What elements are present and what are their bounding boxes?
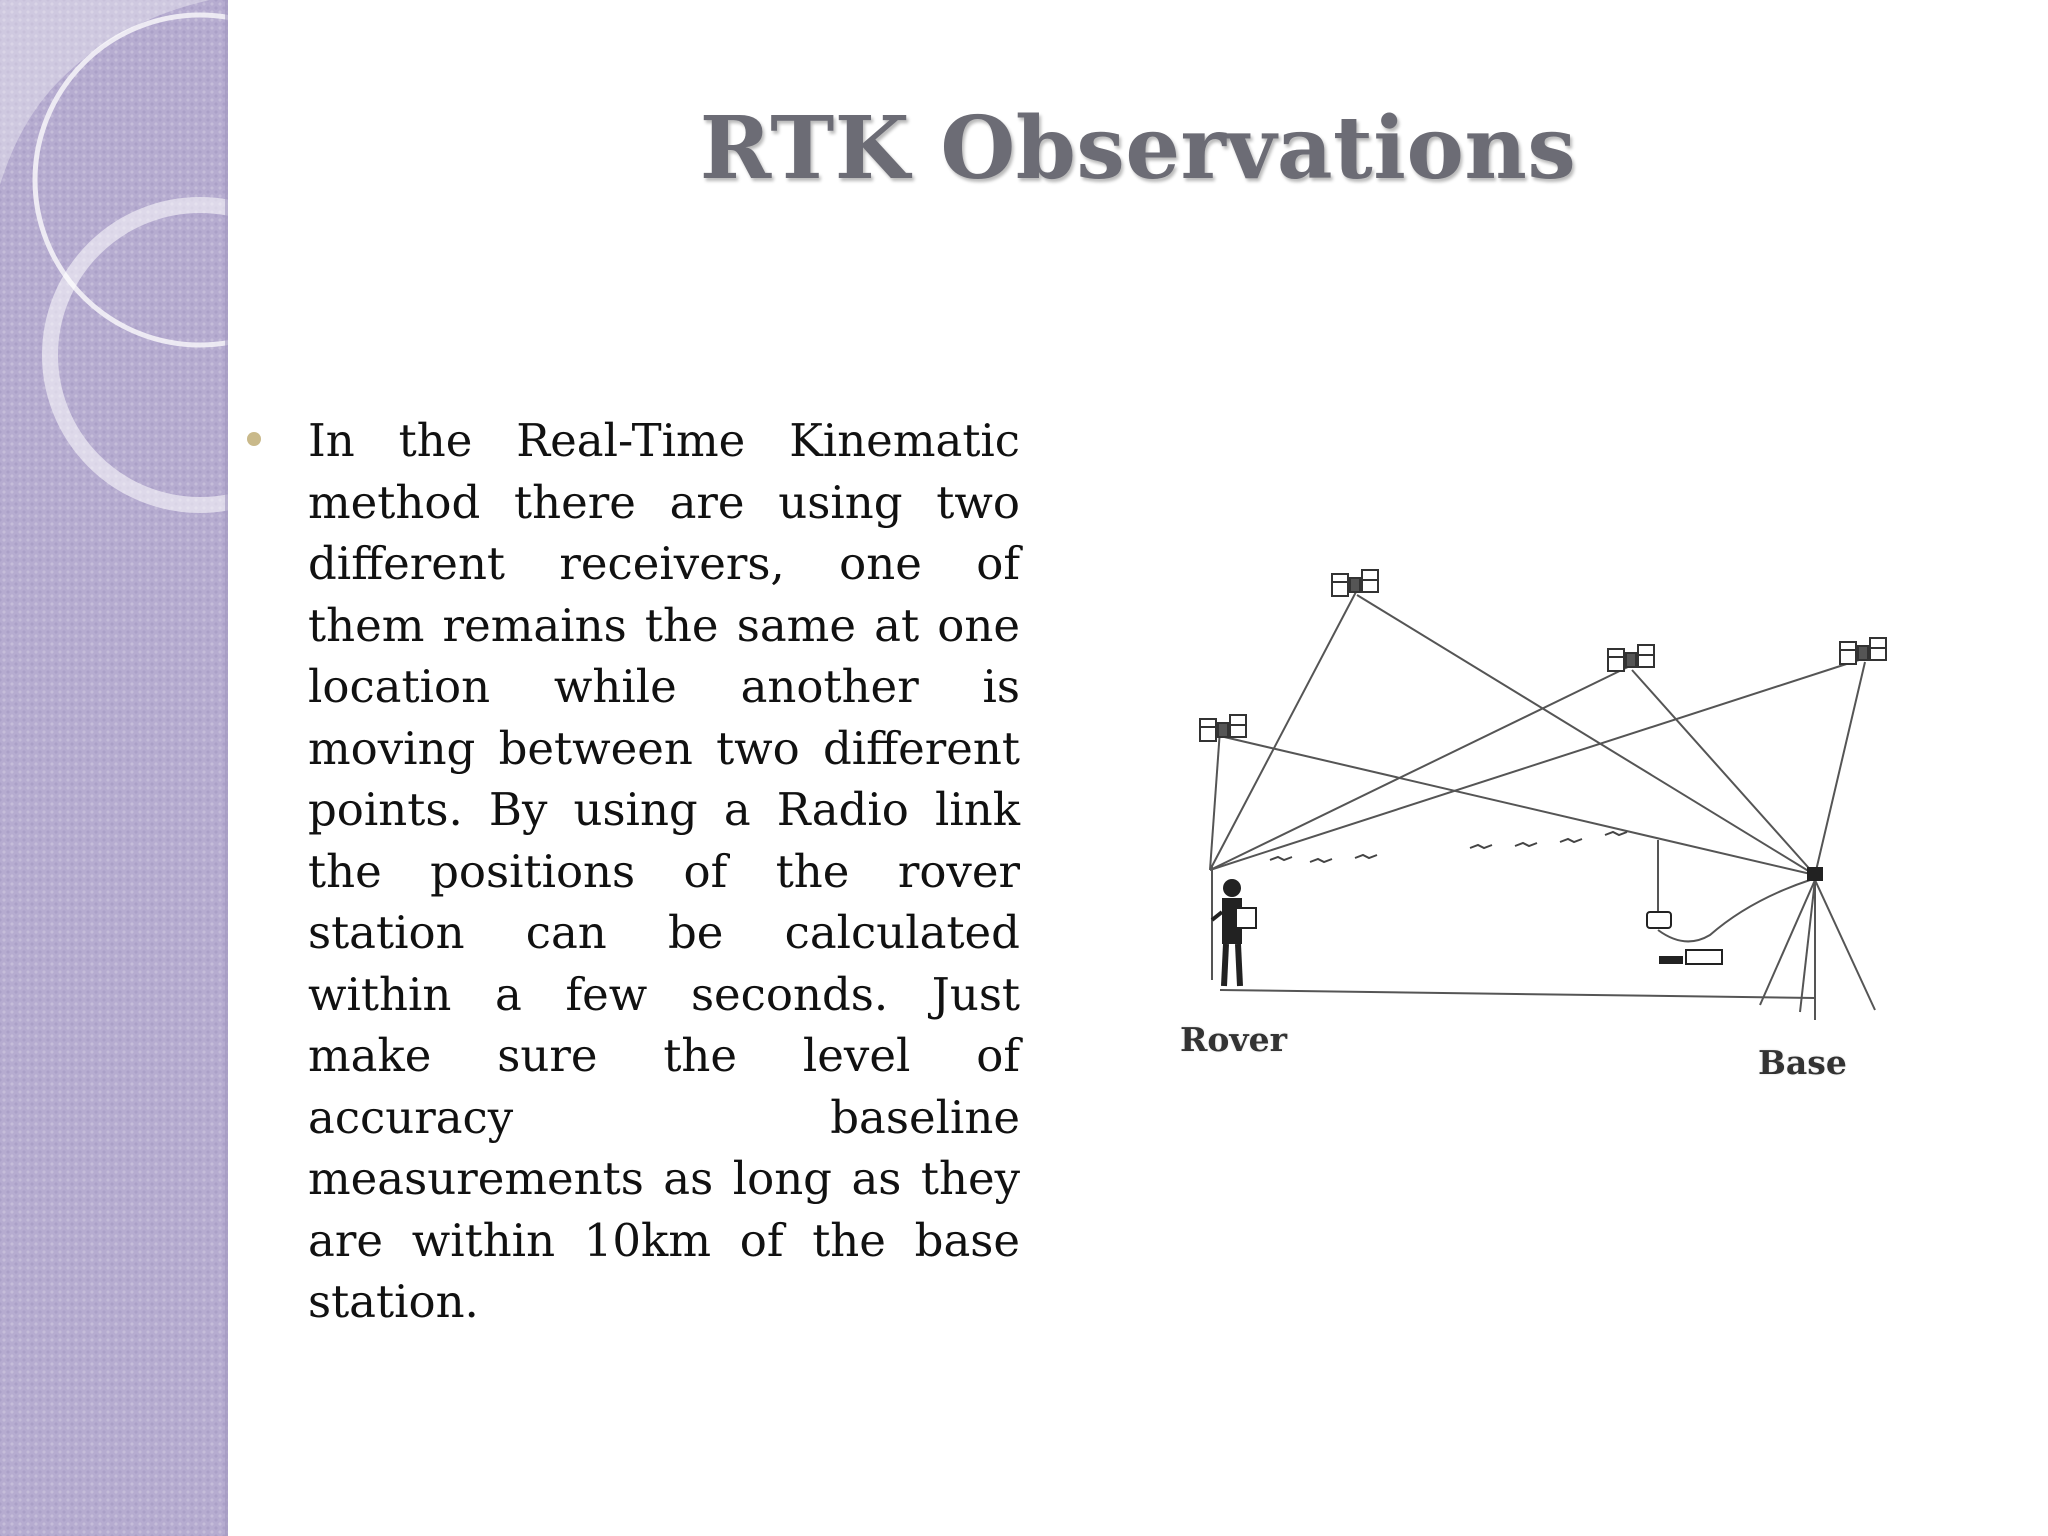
corner-highlight (0, 0, 210, 185)
decorative-rings (0, 0, 228, 513)
rtk-diagram: Rover Base (1160, 540, 1920, 1100)
medium-ring (42, 197, 228, 513)
bullet-dot (247, 432, 261, 446)
large-ring (32, 12, 228, 348)
satellite-icons (1199, 569, 1887, 742)
slide-title: RTK Observations (699, 98, 1577, 199)
base-receiver-icon (1646, 867, 1823, 965)
decorative-side-panel (0, 0, 228, 1536)
rtk-diagram-drawing (1199, 569, 1887, 1020)
slide-body-text: In the Real-Time Kinematic method there … (308, 414, 1020, 1328)
rover-person-icon (1210, 879, 1257, 987)
rover-label: Rover (1180, 1020, 1287, 1059)
base-label: Base (1758, 1043, 1847, 1082)
